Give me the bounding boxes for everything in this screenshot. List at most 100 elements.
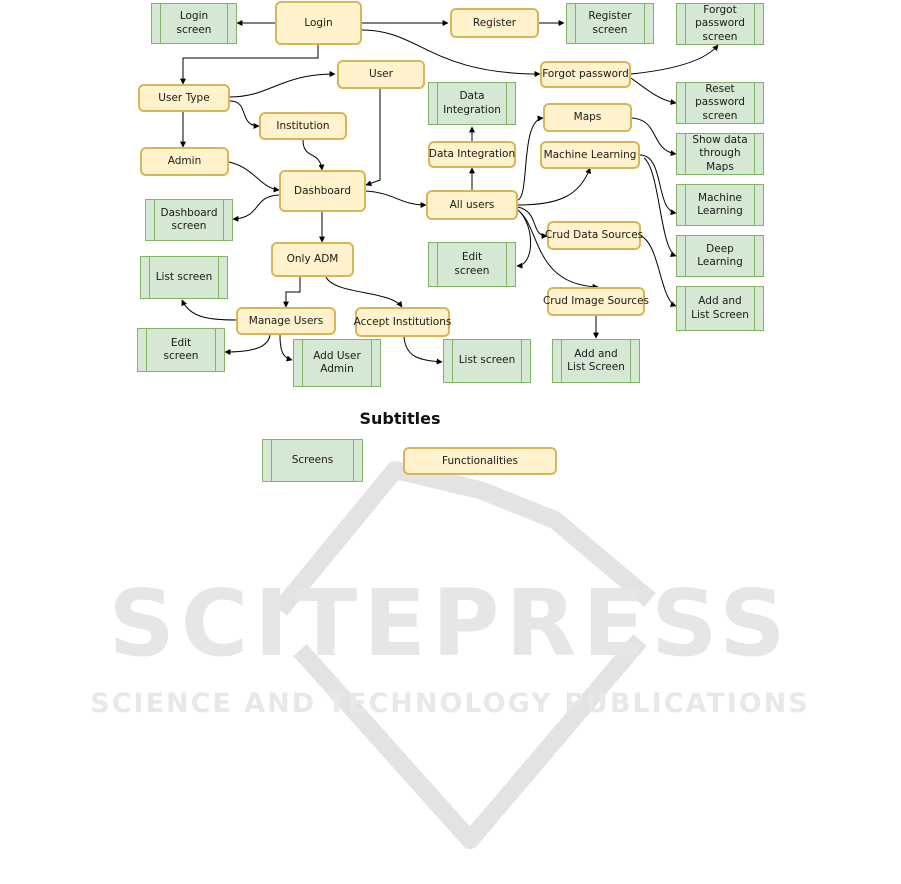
edge-onlyadm-manage: [283, 277, 301, 308]
edge-forgot-reset: [630, 77, 677, 105]
screen-data-integration: Data Integration: [428, 82, 516, 125]
screen-add-user-admin: Add User Admin: [293, 339, 381, 387]
edge-allusers-ml: [517, 167, 591, 206]
func-label: Data Integration: [428, 148, 516, 161]
func-label: User Type: [158, 91, 210, 104]
edge-usertype-institution: [229, 100, 260, 129]
screen-machine-learning: Machine Learning: [676, 184, 764, 226]
func-label: User: [369, 68, 393, 81]
screen-label: Add and List Screen: [691, 295, 749, 321]
func-label: Forgot password: [542, 68, 629, 81]
func-label: Institution: [276, 119, 330, 132]
screen-edit-2: Edit screen: [137, 328, 225, 372]
func-label: Admin: [167, 155, 202, 168]
func-user: User: [337, 60, 425, 89]
screen-edit-1: Edit screen: [428, 242, 516, 287]
func-manage-users: Manage Users: [236, 307, 336, 335]
func-crud-image-sources: Crud Image Sources: [543, 287, 649, 316]
func-label: Accept Institutions: [353, 315, 452, 328]
func-label: Manage Users: [248, 314, 324, 327]
func-label: Crud Image Sources: [542, 295, 650, 308]
func-forgot-password: Forgot password: [540, 61, 631, 88]
func-maps: Maps: [543, 103, 632, 132]
func-admin: Admin: [140, 147, 229, 176]
screen-login: Login screen: [151, 3, 237, 44]
edge-allusers-crudis: [519, 211, 599, 290]
watermark-sub: SCIENCE AND TECHNOLOGY PUBLICATIONS: [90, 688, 809, 719]
screen-label: Machine Learning: [697, 191, 743, 217]
screen-list-1: List screen: [140, 256, 228, 299]
screen-register: Register screen: [566, 3, 654, 44]
edge-dashboard-dashscreen: [232, 194, 280, 222]
edge-manage-list1: [181, 299, 237, 321]
func-only-adm: Only ADM: [271, 242, 354, 277]
screen-dashboard: Dashboard screen: [145, 199, 233, 241]
edge-allusers-editscreen: [516, 209, 532, 269]
edge-admin-dashboard: [228, 161, 280, 193]
edge-institution-dashboard: [302, 139, 325, 171]
func-label: Only ADM: [286, 253, 339, 266]
edge-forgot-forgotscreen: [630, 44, 719, 75]
func-label: Dashboard: [294, 184, 351, 197]
edge-login-usertype: [180, 45, 319, 85]
screen-list-2: List screen: [443, 339, 531, 383]
screen-label: Register screen: [588, 10, 632, 36]
screen-label: Add User Admin: [313, 349, 361, 375]
func-institution: Institution: [259, 112, 347, 140]
screen-label: Reset password screen: [695, 83, 745, 122]
screen-show-maps: Show data through Maps: [676, 133, 764, 175]
func-machine-learning: Machine Learning: [540, 141, 640, 169]
legend-title: Subtitles: [359, 409, 441, 428]
screen-label: Deep Learning: [697, 242, 743, 268]
edge-allusers-maps: [517, 115, 544, 201]
screen-deep-learning: Deep Learning: [676, 235, 764, 277]
func-dashboard: Dashboard: [279, 170, 366, 212]
legend-functionalities: Functionalities: [403, 447, 557, 475]
screen-label: List screen: [458, 354, 516, 367]
screen-label: List screen: [155, 270, 213, 283]
screen-reset-password: Reset password screen: [676, 82, 764, 124]
edge-login-forgot: [361, 29, 541, 77]
screen-label: Dashboard screen: [160, 206, 218, 232]
screen-label: Forgot password screen: [695, 4, 745, 43]
edge-manage-adduser: [279, 334, 293, 362]
func-label: Machine Learning: [543, 148, 637, 161]
edge-accept-list2: [403, 336, 443, 365]
screen-forgot-password: Forgot password screen: [676, 3, 764, 45]
screen-label: Edit screen: [163, 336, 199, 362]
func-label: All users: [449, 198, 495, 211]
func-all-users: All users: [426, 190, 518, 220]
edge-manage-edit1: [224, 334, 271, 355]
legend-functionalities-label: Functionalities: [442, 454, 518, 467]
watermark-main: SCITEPRESS: [108, 570, 791, 677]
func-register: Register: [450, 8, 539, 38]
func-label: Maps: [573, 111, 602, 124]
screen-label: Data Integration: [443, 90, 501, 116]
legend-screens-label: Screens: [291, 453, 334, 466]
func-user-type: User Type: [138, 84, 230, 112]
edge-ml-deep: [643, 157, 677, 257]
screen-label: Login screen: [176, 10, 212, 36]
screen-add-list-1: Add and List Screen: [676, 286, 764, 331]
func-login: Login: [275, 1, 362, 45]
legend-screens: Screens: [262, 439, 363, 482]
func-label: Login: [304, 16, 333, 29]
screen-label: Add and List Screen: [567, 347, 625, 373]
screen-label: Edit screen: [454, 251, 490, 277]
edge-usertype-user: [229, 71, 336, 98]
edge-maps-showmaps: [631, 117, 677, 157]
func-data-integration: Data Integration: [428, 141, 516, 168]
edge-ml-mlscreen: [639, 154, 677, 216]
edge-onlyadm-accept: [325, 276, 403, 308]
func-crud-data-sources: Crud Data Sources: [544, 221, 644, 250]
edge-user-dashboard: [365, 89, 381, 187]
screen-label: Show data through Maps: [692, 134, 748, 173]
func-accept-institutions: Accept Institutions: [353, 307, 452, 337]
edge-allusers-crudds: [517, 206, 548, 239]
func-label: Crud Data Sources: [544, 229, 644, 242]
edge-dashboard-allusers: [365, 190, 427, 208]
screen-add-list-2: Add and List Screen: [552, 339, 640, 383]
